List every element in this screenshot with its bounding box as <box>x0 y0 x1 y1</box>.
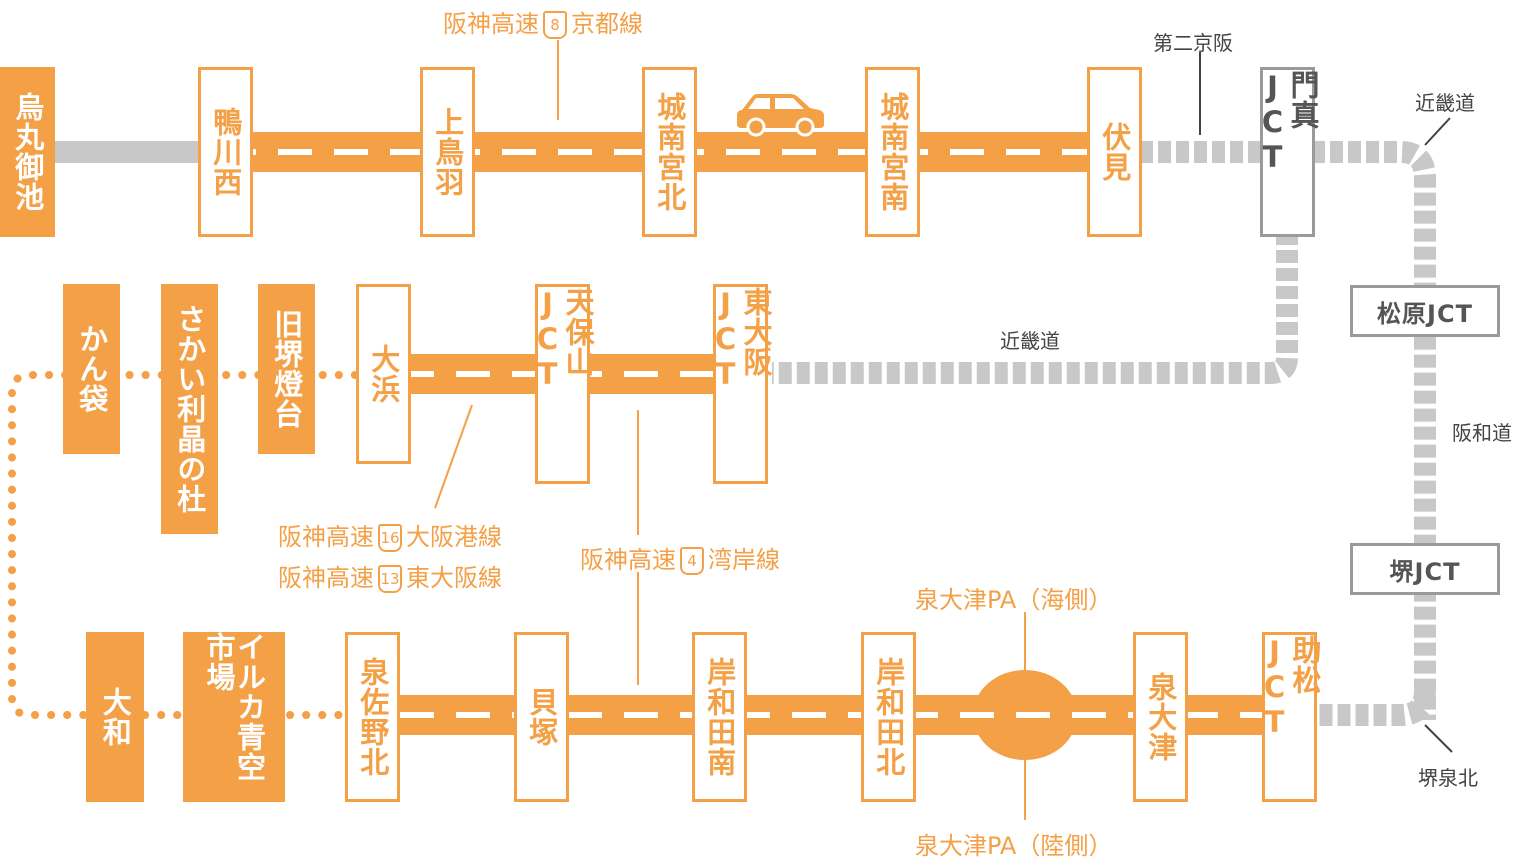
route-number-badge: 8 <box>543 11 567 39</box>
jct-kadoma: 門真JCT <box>1256 67 1320 237</box>
station-sakai-rishonomori: さかい利晶の杜 <box>161 284 218 534</box>
jct-tenpozan: 天保山JCT <box>531 284 595 484</box>
station-kyu-sakai-todai: 旧堺燈台 <box>258 284 315 454</box>
road-label-sakai-senboku: 堺泉北 <box>1418 766 1478 790</box>
station-kishiwada-minami: 岸和田南 <box>692 632 747 802</box>
station-izumisano-kita: 泉佐野北 <box>345 632 400 802</box>
station-kishiwada-kita: 岸和田北 <box>861 632 916 802</box>
station-yamato: 大和 <box>86 632 144 802</box>
route-name: 湾岸線 <box>708 546 780 574</box>
jct-sakai: 堺JCT <box>1350 543 1500 595</box>
road-label-hanwado: 阪和道 <box>1452 421 1512 445</box>
jct-sukematsu: 助松JCT <box>1258 632 1322 802</box>
route-number-badge: 13 <box>378 565 402 593</box>
pa-label-umi: 泉大津PA（海側） <box>915 586 1113 614</box>
station-karasuma-oike: 烏丸御池 <box>0 67 55 237</box>
station-kaizuka: 貝塚 <box>514 632 569 802</box>
route-prefix: 阪神高速 <box>278 523 374 551</box>
leader-sakai-senboku <box>1424 724 1453 753</box>
leader-osakako <box>434 404 473 509</box>
kinkido-loop-right <box>1312 141 1436 720</box>
route-name: 大阪港線 <box>406 523 502 551</box>
station-iruka-aozora-ichiba: イルカ青空市場 <box>183 632 285 802</box>
route-number-badge: 16 <box>378 524 402 552</box>
station-kanbukuro: かん袋 <box>63 284 120 454</box>
jct-higashi-osaka: 東大阪JCT <box>709 284 773 484</box>
route-number-badge: 4 <box>680 547 704 575</box>
route-prefix: 阪神高速 <box>580 546 676 574</box>
dotted-kanbukuro-loop <box>8 371 359 719</box>
station-fushimi: 伏見 <box>1087 67 1142 237</box>
road-label-kinkido-1: 近畿道 <box>1415 91 1475 115</box>
road-label-daini-keihan: 第二京阪 <box>1153 31 1233 55</box>
station-izumiotsu: 泉大津 <box>1133 632 1188 802</box>
route-name: 東大阪線 <box>406 564 502 592</box>
hanwa-to-sukematsu <box>1318 689 1436 726</box>
road-label-kinkido-2: 近畿道 <box>1000 329 1060 353</box>
kinkido-down-left <box>772 232 1298 384</box>
station-ohama: 大浜 <box>356 284 411 464</box>
jct-matsubara: 松原JCT <box>1350 285 1500 337</box>
car-icon <box>737 94 824 137</box>
route-prefix: 阪神高速 <box>278 564 374 592</box>
station-jonangu-kita: 城南宮北 <box>642 67 697 237</box>
pa-label-riku: 泉大津PA（陸側） <box>915 832 1113 860</box>
route-name: 京都線 <box>571 10 643 38</box>
station-kamitoba: 上鳥羽 <box>420 67 475 237</box>
station-kamogawa-nishi: 鴨川西 <box>198 67 253 237</box>
route-prefix: 阪神高速 <box>443 10 539 38</box>
leader-kinkido-1 <box>1424 117 1451 146</box>
station-jonangu-minami: 城南宮南 <box>865 67 920 237</box>
